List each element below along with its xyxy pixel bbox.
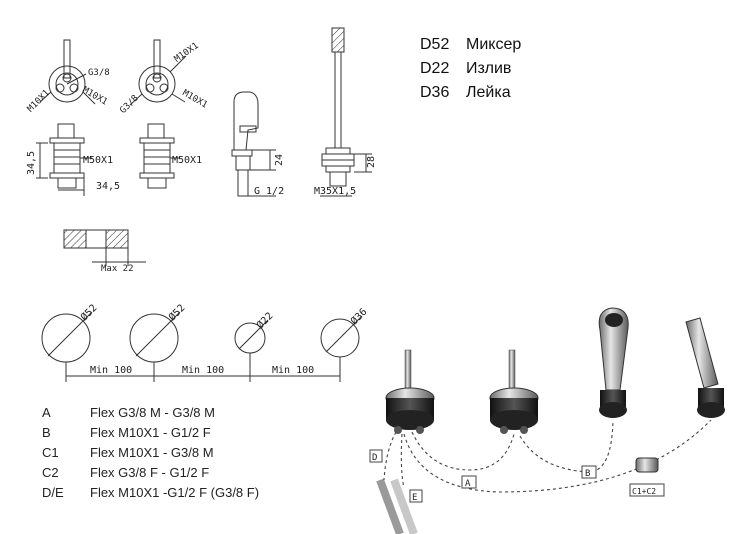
label-h28: 28: [366, 156, 377, 168]
component-row-2: D36 Лейка: [420, 84, 521, 108]
component-code: D22: [420, 60, 450, 77]
connection-desc: Flex G3/8 F - G1/2 F: [90, 465, 210, 480]
label-g12: G 1/2: [254, 186, 284, 197]
label-m50x1-2: M50X1: [172, 155, 202, 166]
label-min100-1: Min 100: [90, 365, 132, 376]
component-name: Миксер: [466, 36, 522, 53]
connection-code: A: [42, 405, 51, 420]
label-max22: Max 22: [101, 264, 134, 274]
label-m10x1-1a: M10X1: [26, 88, 52, 114]
connection-desc: Flex G3/8 M - G3/8 M: [90, 405, 215, 420]
component-name: Излив: [466, 60, 512, 77]
label-h345: 34,5: [26, 151, 37, 175]
mixer-top-view-2: [129, 39, 187, 106]
tag-d-text: D: [372, 453, 377, 463]
label-min100-3: Min 100: [272, 365, 314, 376]
label-g38-2: G3/8: [118, 93, 140, 115]
mixer-side-view-1: [36, 123, 92, 196]
label-h24: 24: [274, 154, 285, 166]
component-legend: D52 Миксер D22 Излив D36 Лейка: [420, 36, 521, 108]
component-name: Лейка: [466, 84, 511, 101]
spout-side-view: [231, 91, 276, 197]
wall-section: [63, 229, 146, 266]
tag-e: E: [409, 489, 423, 503]
label-d36: Ø36: [348, 306, 369, 327]
connection-code: D/E: [42, 485, 64, 500]
installation-illustration: [376, 307, 725, 534]
tag-c: C1+C2: [629, 483, 665, 497]
connection-code: C1: [42, 445, 59, 460]
tag-b: B: [581, 465, 597, 479]
connection-desc: Flex M10X1 - G1/2 F: [90, 425, 211, 440]
connection-row-2: C1 Flex M10X1 - G3/8 M: [42, 445, 259, 465]
component-row-0: D52 Миксер: [420, 36, 521, 60]
connection-desc: Flex M10X1 -G1/2 F (G3/8 F): [90, 485, 260, 500]
connection-legend: A Flex G3/8 M - G3/8 M B Flex M10X1 - G1…: [42, 405, 259, 505]
label-m10x1-2b: M10X1: [181, 88, 209, 110]
tag-b-text: B: [585, 469, 590, 479]
mixer-side-view-2: [139, 123, 180, 189]
tag-c-text: C1+C2: [632, 487, 656, 496]
tag-a: A: [461, 475, 477, 489]
connection-code: C2: [42, 465, 59, 480]
connection-code: B: [42, 425, 51, 440]
component-row-1: D22 Излив: [420, 60, 521, 84]
label-g38-1: G3/8: [88, 68, 110, 78]
connection-row-4: D/E Flex M10X1 -G1/2 F (G3/8 F): [42, 485, 259, 505]
connection-row-3: C2 Flex G3/8 F - G1/2 F: [42, 465, 259, 485]
tag-d: D: [369, 449, 383, 463]
tag-a-text: A: [465, 479, 471, 489]
component-code: D36: [420, 84, 450, 101]
cutout-circles: [41, 311, 363, 382]
label-m50x1-1: M50X1: [83, 155, 113, 166]
label-m35: M35X1,5: [314, 186, 356, 197]
tag-e-text: E: [412, 493, 417, 503]
label-d22: Ø22: [254, 310, 275, 331]
label-m10x1-2a: M10X1: [173, 41, 201, 65]
mixer-top-view-1: [39, 39, 96, 105]
label-w345: 34,5: [96, 181, 120, 192]
handshower-side-view: [320, 27, 372, 197]
connection-row-1: B Flex M10X1 - G1/2 F: [42, 425, 259, 445]
component-code: D52: [420, 36, 450, 53]
connection-row-0: A Flex G3/8 M - G3/8 M: [42, 405, 259, 425]
connection-desc: Flex M10X1 - G3/8 M: [90, 445, 214, 460]
label-min100-2: Min 100: [182, 365, 224, 376]
